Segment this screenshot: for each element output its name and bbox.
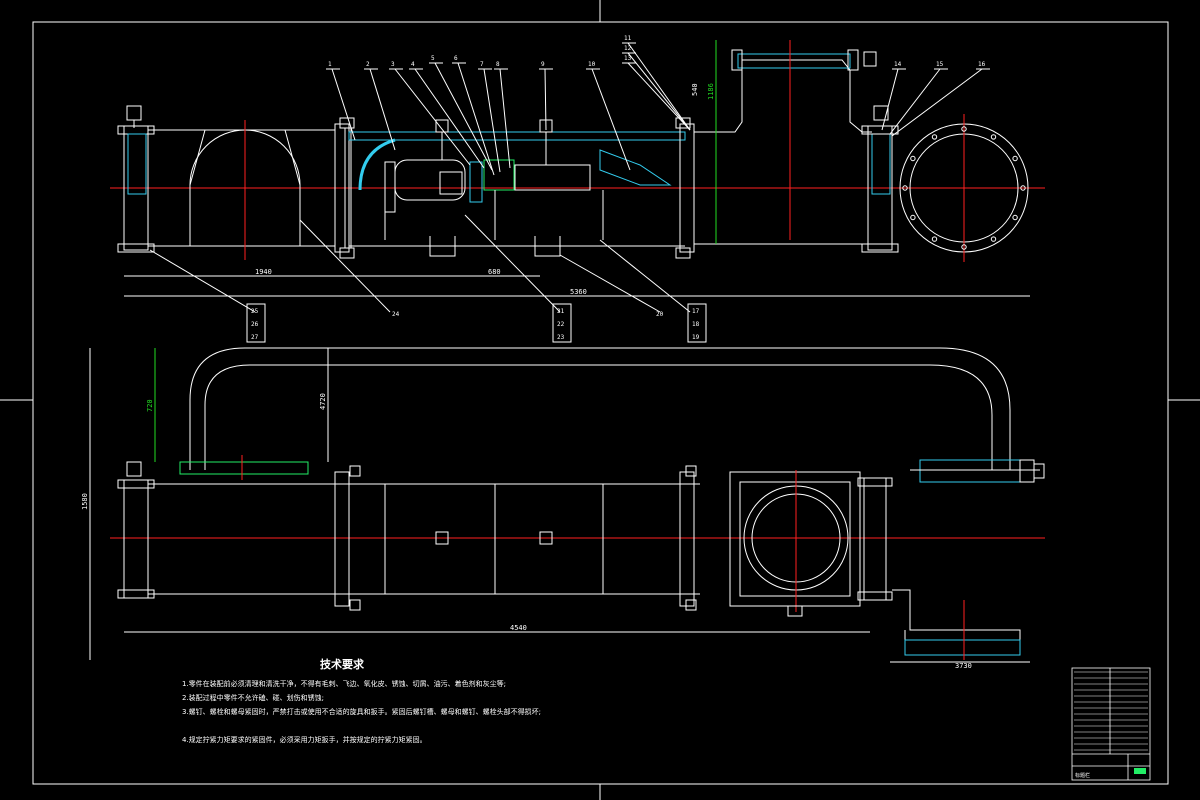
callout-10: 10 <box>588 61 596 68</box>
bolt-hole <box>961 244 967 250</box>
callout-12: 12 <box>624 45 632 52</box>
callout-leader <box>891 68 983 137</box>
callout-16: 16 <box>978 61 986 68</box>
callout-11: 11 <box>624 35 632 42</box>
callout-14: 14 <box>894 61 902 68</box>
callout-8: 8 <box>496 61 500 68</box>
callout-15: 15 <box>936 61 944 68</box>
bolt-hole <box>1012 155 1018 162</box>
elevation-view <box>110 40 1045 262</box>
bolt-hole <box>961 126 967 132</box>
elevation-dimensions <box>124 40 1030 297</box>
right-flange-hatch <box>871 133 891 195</box>
callout-4: 4 <box>411 61 415 68</box>
callout-13: 13 <box>624 55 632 62</box>
bolt-hole <box>910 214 916 221</box>
bolt-hole <box>1020 185 1026 191</box>
callout-leader <box>457 62 495 176</box>
bolt-hole <box>1012 214 1018 221</box>
callout-3: 3 <box>391 61 395 68</box>
title-block-rows <box>1074 671 1148 751</box>
bolt-hole <box>931 236 938 242</box>
dim-1940: 1940 <box>255 268 272 276</box>
dim-3730: 3730 <box>955 662 972 670</box>
dim-720: 720 <box>146 399 154 412</box>
dim-4720: 4720 <box>319 393 327 410</box>
dim-1580: 1580 <box>81 493 89 510</box>
callout-leaders-bottom <box>149 214 707 343</box>
bolt-hole <box>990 236 997 242</box>
tech-requirement-item: 1.零件在装配前必须清理和清洗干净，不得有毛刺、飞边、氧化皮、锈蚀、切屑、油污、… <box>182 679 506 688</box>
tech-requirement-item: 4.规定拧紧力矩要求的紧固件，必须采用力矩扳手，并按规定的拧紧力矩紧固。 <box>182 735 427 744</box>
bolt-hole <box>931 134 938 140</box>
dim-5360: 5360 <box>570 288 587 296</box>
plan-view <box>110 347 1045 660</box>
callout-24: 24 <box>392 311 400 318</box>
callout-25: 25 <box>251 308 259 315</box>
riser-hatch <box>737 53 851 69</box>
callout-2: 2 <box>366 61 370 68</box>
bolt-hole <box>902 185 908 191</box>
main-duct-top-hatch <box>348 131 686 141</box>
dim-540: 540 <box>691 83 699 96</box>
riser-duct <box>694 59 872 133</box>
callout-leader <box>889 68 941 135</box>
callout-22: 22 <box>557 321 565 328</box>
title-block-mark <box>1134 768 1146 774</box>
bolt-hole <box>910 155 916 162</box>
callout-leaders-top <box>326 42 990 176</box>
callout-leader <box>434 62 493 171</box>
callout-leader <box>331 68 356 141</box>
callout-27: 27 <box>251 334 259 341</box>
tech-requirement-item: 3.螺钉、螺栓和螺母紧固时，严禁打击或使用不合适的旋具和扳手。紧固后螺钉槽、螺母… <box>182 707 541 716</box>
tech-requirements-list: 1.零件在装配前必须清理和清洗干净，不得有毛刺、飞边、氧化皮、锈蚀、切屑、油污、… <box>182 679 541 744</box>
callout-19: 19 <box>692 334 700 341</box>
callout-23: 23 <box>557 334 565 341</box>
dim-4540: 4540 <box>510 624 527 632</box>
callout-leader <box>394 68 471 166</box>
outlet-bottom-hatch <box>904 639 1021 656</box>
title-block-label: 标题栏 <box>1075 772 1090 779</box>
callout-leader <box>627 62 691 131</box>
actuator-cylinder <box>919 459 1021 483</box>
callout-6: 6 <box>454 55 458 62</box>
callout-leader <box>544 68 547 131</box>
callout-26: 26 <box>251 321 259 328</box>
bolt-hole <box>990 134 997 140</box>
callout-leader <box>369 68 396 151</box>
callout-9: 9 <box>541 61 545 68</box>
dim-680: 680 <box>488 268 501 276</box>
callout-leader <box>414 68 485 169</box>
left-flange-hatch <box>127 133 147 195</box>
bypass-duct <box>189 347 1011 470</box>
tech-requirement-item: 2.装配过程中零件不允许磕、碰、划伤和锈蚀; <box>182 693 324 702</box>
callout-5: 5 <box>431 55 435 62</box>
callout-20: 20 <box>656 311 664 318</box>
callout-18: 18 <box>692 321 700 328</box>
callout-leader <box>499 68 511 169</box>
outlet-bolt-holes <box>902 126 1026 250</box>
title-block <box>1071 667 1151 781</box>
callout-17: 17 <box>692 308 700 315</box>
dim-1186: 1186 <box>707 83 715 100</box>
callout-7: 7 <box>480 61 484 68</box>
callout-leader <box>591 68 631 171</box>
callout-leader <box>881 68 899 131</box>
callout-leader <box>627 52 691 131</box>
plan-dimensions <box>89 348 1030 663</box>
callout-21: 21 <box>557 308 565 315</box>
outlet-box <box>729 471 861 607</box>
support-rods <box>384 190 604 240</box>
callout-leader <box>627 42 691 131</box>
callout-1: 1 <box>328 61 332 68</box>
callout-leader <box>483 68 501 173</box>
plan-support-rods <box>384 484 604 594</box>
tech-requirements-title: 技术要求 <box>320 657 365 671</box>
